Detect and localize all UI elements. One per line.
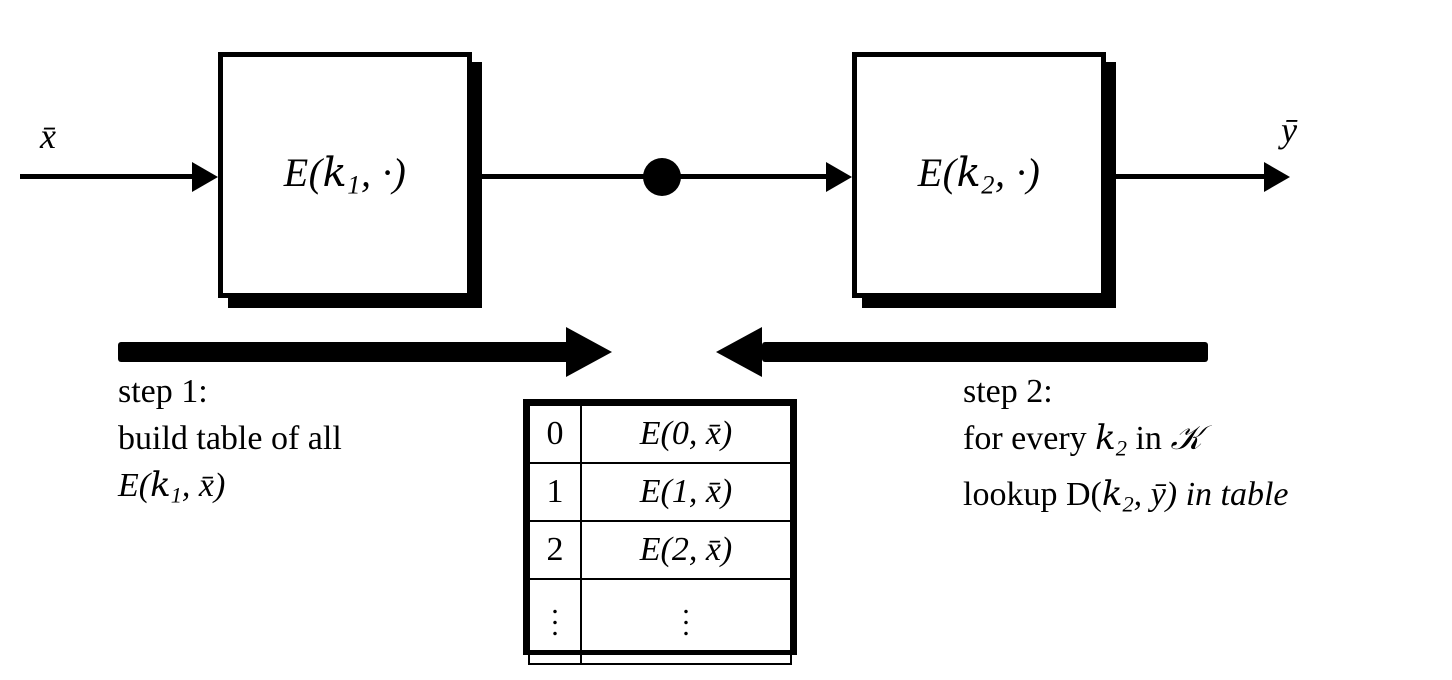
table-cell-value: E(1, x̄) [580, 462, 792, 522]
step-2-line-2: for every k2 in 𝒦 [963, 418, 1203, 461]
input-arrowhead-icon [192, 162, 218, 192]
left-cipher-box[interactable]: E(k1, ·) [218, 52, 472, 298]
step-2-line-3: lookup D(k2, ȳ) in table [963, 474, 1289, 517]
step-2-arrow-shaft [762, 342, 1208, 362]
input-wire [20, 174, 198, 179]
step-1-caption: step 1: build table of all E(k1, x̄) [118, 368, 342, 518]
table-row: 1 E(1, x̄) [528, 462, 792, 522]
step-1-line-1: step 1: [118, 373, 208, 410]
step-2-line-1: step 2: [963, 373, 1053, 410]
middle-arrowhead-icon [826, 162, 852, 192]
table-row: ... ... [528, 578, 792, 665]
table-cell-key: 2 [528, 520, 582, 580]
table-cell-key: 1 [528, 462, 582, 522]
right-cipher-label: E(k2, ·) [917, 149, 1041, 199]
table-cell-value: E(0, x̄) [580, 404, 792, 464]
step-1-arrowhead-icon [566, 327, 612, 377]
input-signal-text: x̄ [40, 116, 56, 156]
table-row: 0 E(0, x̄) [528, 404, 792, 464]
table-row: 2 E(2, x̄) [528, 520, 792, 580]
output-wire [1106, 174, 1266, 179]
output-signal-label: ȳ [1281, 112, 1297, 148]
input-signal-label: x̄ [40, 118, 56, 154]
tap-point-dot-icon [643, 158, 681, 196]
step-2-caption: step 2: for every k2 in 𝒦 lookup D(k2, ȳ… [963, 368, 1289, 528]
table-cell-value: E(2, x̄) [580, 520, 792, 580]
step-1-math-line: E(k1, x̄) [118, 465, 226, 508]
step-1-line-2: build table of all [118, 420, 342, 457]
output-signal-text: ȳ [1281, 110, 1297, 150]
vertical-ellipsis-icon: ... [682, 587, 690, 642]
left-cipher-label: E(k1, ·) [283, 149, 407, 199]
table-cell-value: ... [580, 578, 792, 665]
table-cell-key: ... [528, 578, 582, 665]
table-cell-key: 0 [528, 404, 582, 464]
step-1-arrow-shaft [118, 342, 570, 362]
vertical-ellipsis-icon: ... [551, 587, 559, 642]
output-arrowhead-icon [1264, 162, 1290, 192]
right-cipher-box[interactable]: E(k2, ·) [852, 52, 1106, 298]
step-2-arrowhead-icon [716, 327, 762, 377]
precomputed-lookup-table[interactable]: 0 E(0, x̄) 1 E(1, x̄) 2 E(2, x̄) ... ... [523, 399, 797, 665]
